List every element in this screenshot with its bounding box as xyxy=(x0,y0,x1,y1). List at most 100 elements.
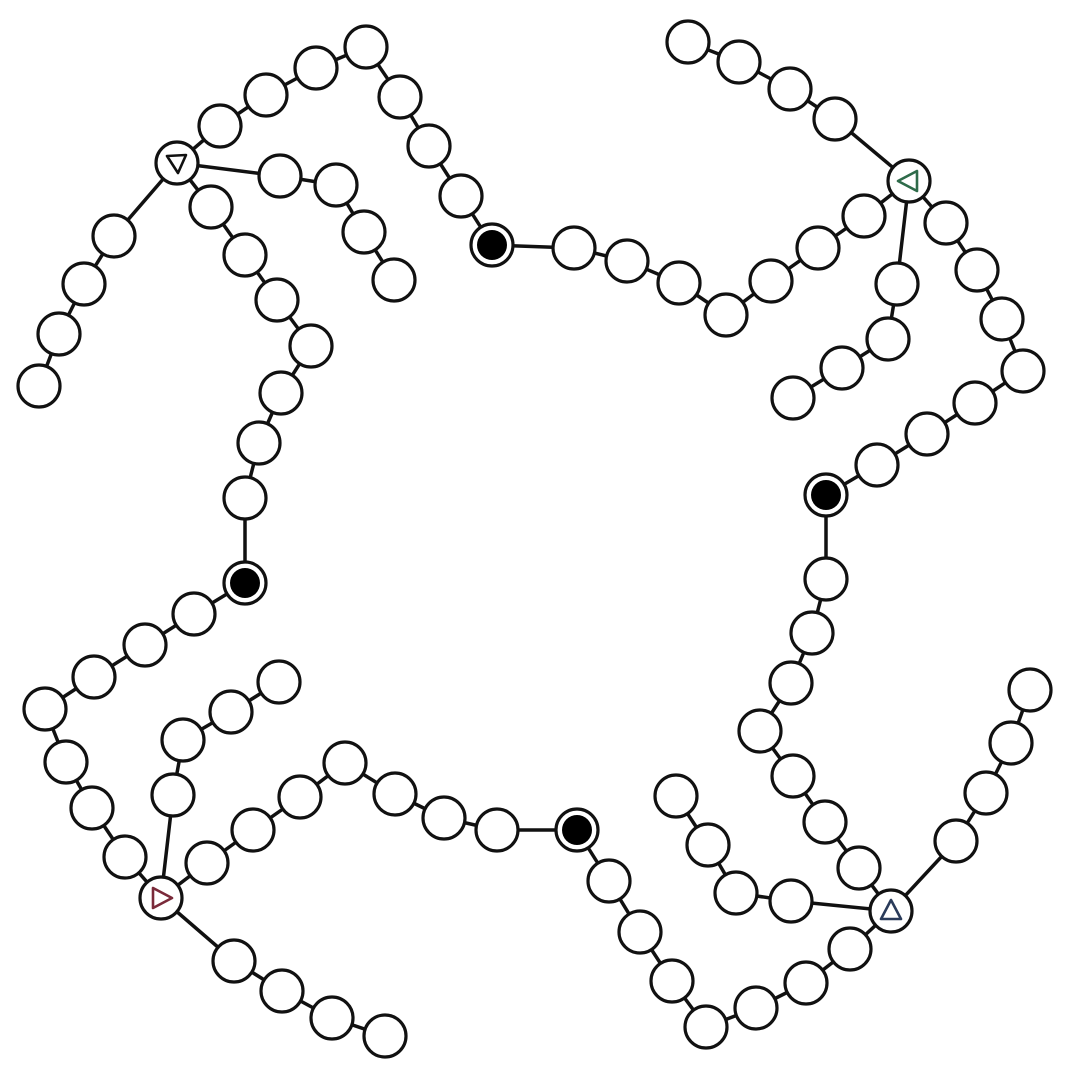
branch-triangle-icon xyxy=(879,898,903,921)
bead-circle-icon xyxy=(36,311,82,357)
bead-circle-icon xyxy=(988,720,1034,766)
bead-circle-icon xyxy=(933,818,979,864)
bead-circle-icon xyxy=(789,610,835,656)
bead-circle-icon xyxy=(69,785,115,831)
branch-triangle-icon xyxy=(165,153,188,175)
bead-circle-icon xyxy=(703,292,749,338)
bead-circle-icon xyxy=(236,420,282,466)
bead-circle-icon xyxy=(952,380,998,426)
bead-circle-icon xyxy=(243,72,289,118)
bead-circle-icon xyxy=(979,296,1025,342)
bead-circle-icon xyxy=(733,985,779,1031)
bead-circle-icon xyxy=(309,995,355,1041)
bead-circle-icon xyxy=(748,258,794,304)
bead-circle-icon xyxy=(184,840,230,886)
bead-circle-icon xyxy=(277,774,323,820)
bead-circle-icon xyxy=(770,753,816,799)
bead-circle-icon xyxy=(188,184,234,230)
bead-circle-icon xyxy=(665,19,711,65)
bead-circle-icon xyxy=(1000,348,1046,394)
bead-circle-icon xyxy=(474,807,520,853)
branch-triangle-icon xyxy=(896,169,919,193)
bead-circle-icon xyxy=(768,878,814,924)
core-filled-circle-icon xyxy=(562,815,592,845)
bead-circle-icon xyxy=(362,1013,408,1059)
bead-circle-icon xyxy=(586,858,632,904)
bead-circle-icon xyxy=(91,213,137,259)
bead-circle-icon xyxy=(653,773,699,819)
bead-circle-icon xyxy=(854,442,900,488)
bead-circle-icon xyxy=(371,257,417,303)
bead-circle-icon xyxy=(257,153,303,199)
bead-circle-icon xyxy=(377,74,423,120)
bead-circle-icon xyxy=(767,66,813,112)
core-filled-circle-icon xyxy=(811,480,841,510)
special-nodes-layer xyxy=(138,140,932,934)
bead-circle-icon xyxy=(685,822,731,868)
bead-circle-icon xyxy=(1007,667,1053,713)
bead-circle-icon xyxy=(208,689,254,735)
bead-circle-icon xyxy=(649,958,695,1004)
bead-circle-icon xyxy=(923,200,969,246)
bead-circle-icon xyxy=(197,103,243,149)
bead-circle-icon xyxy=(211,938,257,984)
beads-layer xyxy=(16,19,1053,1059)
core-filled-circle-icon xyxy=(477,230,507,260)
bead-circle-icon xyxy=(256,659,302,705)
bead-circle-icon xyxy=(406,123,452,169)
bead-circle-icon xyxy=(61,261,107,307)
bead-circle-icon xyxy=(258,370,304,416)
bead-circle-icon xyxy=(827,926,873,972)
bead-circle-icon xyxy=(803,556,849,602)
bead-circle-icon xyxy=(874,261,920,307)
bead-circle-icon xyxy=(819,345,865,391)
bead-circle-icon xyxy=(259,968,305,1014)
bead-circle-icon xyxy=(313,162,359,208)
bead-circle-icon xyxy=(551,225,597,271)
bead-circle-icon xyxy=(372,771,418,817)
bead-circle-icon xyxy=(150,772,196,818)
bead-circle-icon xyxy=(802,799,848,845)
bead-circle-icon xyxy=(604,238,650,284)
bead-circle-icon xyxy=(171,591,217,637)
bead-circle-icon xyxy=(768,660,814,706)
bead-circle-icon xyxy=(904,411,950,457)
bead-circle-icon xyxy=(713,870,759,916)
bead-circle-icon xyxy=(795,225,841,271)
bead-circle-icon xyxy=(812,96,858,142)
bead-circle-icon xyxy=(43,739,89,785)
bead-circle-icon xyxy=(737,708,783,754)
bead-circle-icon xyxy=(343,24,389,70)
bead-circle-icon xyxy=(421,795,467,841)
bead-circle-icon xyxy=(222,475,268,521)
bead-circle-icon xyxy=(222,232,268,278)
bead-circle-icon xyxy=(770,375,816,421)
bead-circle-icon xyxy=(71,654,117,700)
bead-circle-icon xyxy=(963,770,1009,816)
bead-circle-icon xyxy=(617,909,663,955)
bead-circle-icon xyxy=(122,622,168,668)
bead-circle-icon xyxy=(716,39,762,85)
branch-triangle-icon xyxy=(151,886,174,910)
bead-circle-icon xyxy=(836,845,882,891)
bead-circle-icon xyxy=(841,193,887,239)
bead-circle-icon xyxy=(230,807,276,853)
bead-circle-icon xyxy=(254,277,300,323)
branch-node xyxy=(868,888,914,934)
bead-circle-icon xyxy=(322,740,368,786)
bead-circle-icon xyxy=(102,834,148,880)
bead-circle-icon xyxy=(656,260,702,306)
bead-circle-icon xyxy=(865,316,911,362)
bead-circle-icon xyxy=(683,1004,729,1050)
bead-circle-icon xyxy=(293,45,339,91)
core-filled-circle-icon xyxy=(230,568,260,598)
branch-node xyxy=(154,140,200,186)
bead-circle-icon xyxy=(438,173,484,219)
bead-circle-icon xyxy=(160,717,206,763)
bead-circle-icon xyxy=(16,363,62,409)
branch-node xyxy=(138,875,184,921)
bead-circle-icon xyxy=(783,960,829,1006)
bonds-layer xyxy=(37,40,1032,1038)
bead-circle-icon xyxy=(22,686,68,732)
